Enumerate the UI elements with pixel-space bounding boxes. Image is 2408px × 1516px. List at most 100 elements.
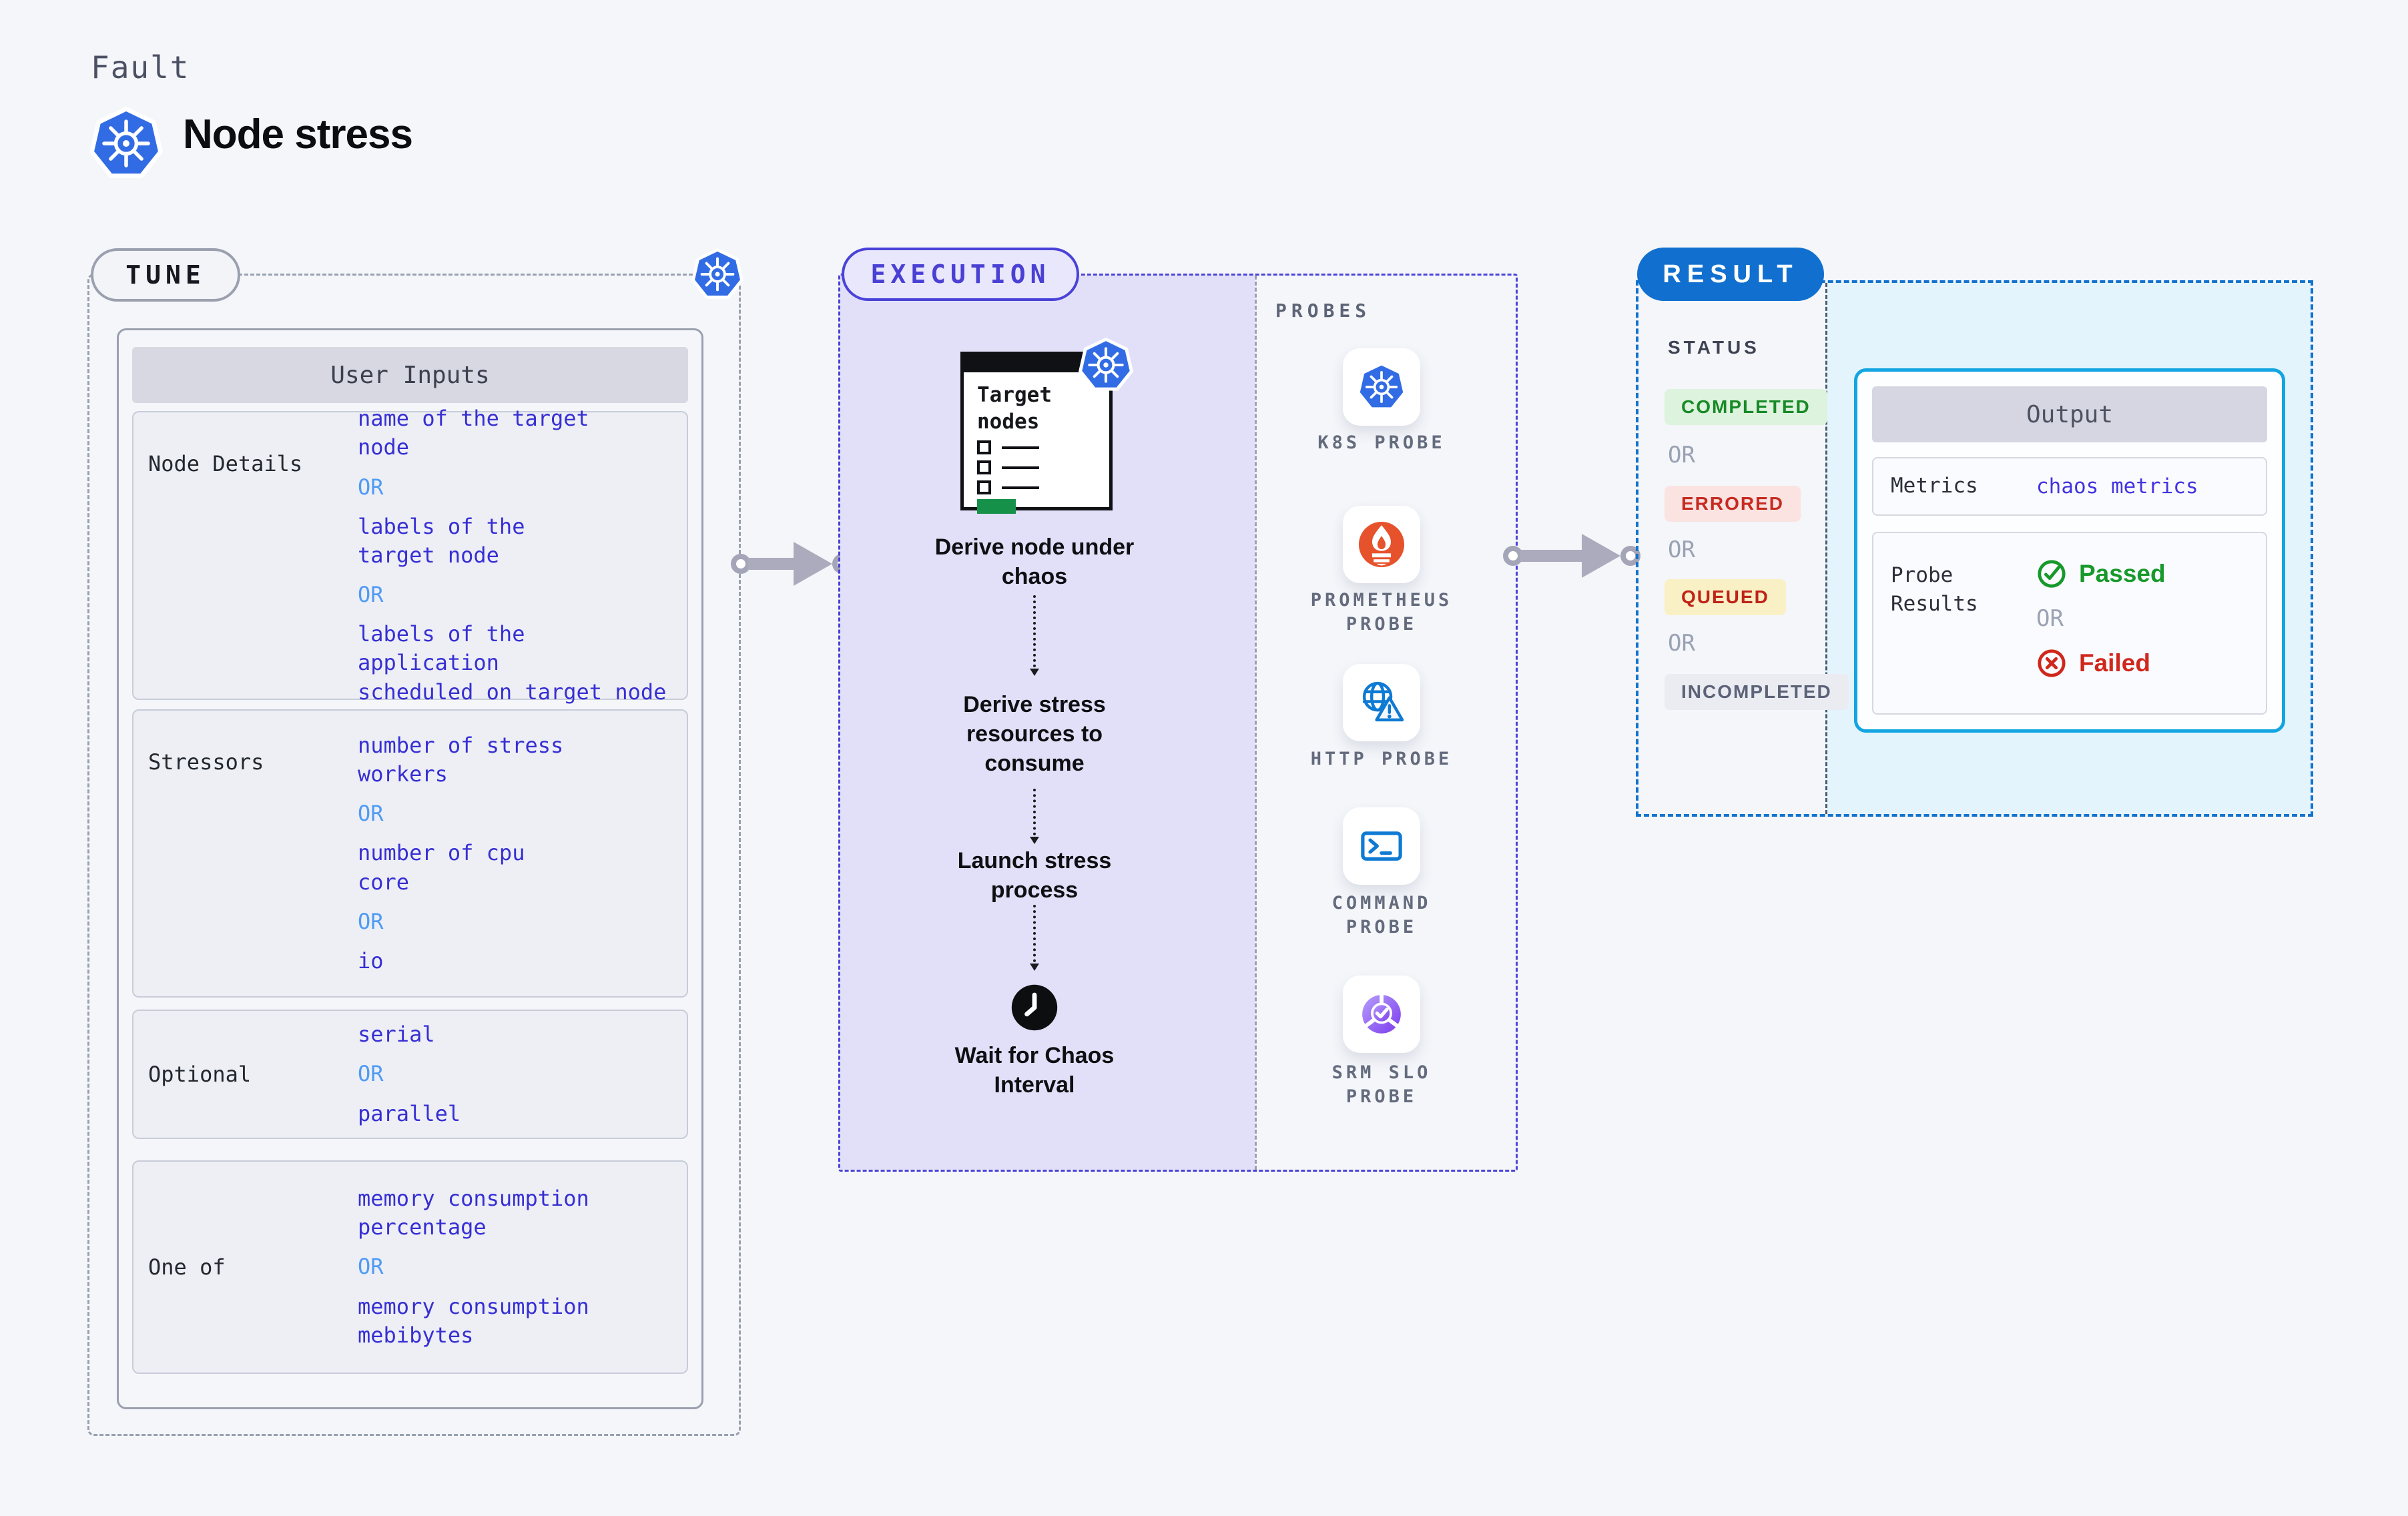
command-probe-card xyxy=(1343,807,1420,885)
k8s-probe-card xyxy=(1343,348,1420,426)
failed-label: Failed xyxy=(2079,649,2150,677)
prometheus-probe-card xyxy=(1343,506,1420,583)
flow-step-derive-stress: Derive stress resources to consume xyxy=(963,692,1106,777)
probe-label: K8S PROBE xyxy=(1317,432,1446,453)
row-label: One of xyxy=(148,1254,226,1280)
connector-arrowhead xyxy=(794,542,832,586)
srm-slo-icon xyxy=(1362,993,1401,1034)
status-badge-queued: QUEUED xyxy=(1665,579,1786,615)
execution-pill: EXECUTION xyxy=(842,248,1079,301)
connector-arrowhead xyxy=(1582,534,1620,578)
or-label: OR xyxy=(358,908,384,934)
option: io xyxy=(358,948,384,974)
checklist-item xyxy=(977,460,1039,474)
status-badge-completed: COMPLETED xyxy=(1665,389,1827,425)
output-card: Output Metrics chaos metrics Probe Resul… xyxy=(1854,368,2285,733)
passed-label: Passed xyxy=(2079,560,2166,587)
line xyxy=(1002,466,1039,469)
checkbox-icon xyxy=(977,460,991,474)
card-title: Target nodes xyxy=(977,383,1052,434)
progress-bar xyxy=(977,499,1016,514)
input-row-node-details: Node Details name of the target node OR … xyxy=(132,406,688,705)
clock-icon xyxy=(1011,984,1058,1031)
down-arrow-icon xyxy=(1030,789,1039,844)
option: labels of the application scheduled on t… xyxy=(358,621,667,705)
input-row-stressors: Stressors number of stress workers OR nu… xyxy=(132,709,688,998)
option: memory consumption mebibytes xyxy=(358,1293,589,1348)
flow-step-derive-node: Derive node under chaos xyxy=(934,534,1135,590)
probes-to-result-arrow xyxy=(1503,524,1640,588)
checklist-item xyxy=(977,440,1039,454)
failed-line: Failed xyxy=(2036,648,2166,679)
connector-bar xyxy=(1520,550,1584,562)
row-options: memory consumption percentage OR memory … xyxy=(358,1162,687,1373)
option: serial xyxy=(358,1022,435,1048)
checklist-item xyxy=(977,480,1039,494)
or-label: OR xyxy=(358,1254,384,1280)
connector-bar xyxy=(748,558,796,570)
checkbox-icon xyxy=(977,480,991,494)
kubernetes-icon xyxy=(1357,362,1406,412)
check-circle-icon xyxy=(2038,560,2066,588)
output-header: Output xyxy=(1872,386,2267,442)
probe-results-row: Probe Results Passed OR Faile xyxy=(1872,532,2267,715)
option: labels of the target node xyxy=(358,513,525,568)
passed-line: Passed xyxy=(2036,558,2166,589)
kubernetes-icon xyxy=(1079,338,1133,392)
metrics-value: chaos metrics xyxy=(2036,474,2198,498)
status-title: STATUS xyxy=(1668,337,1760,358)
option: name of the target node xyxy=(358,406,589,460)
row-label: Node Details xyxy=(148,451,303,476)
probe-label: COMMAND PROBE xyxy=(1331,893,1432,938)
option: memory consumption percentage xyxy=(358,1186,589,1240)
kubernetes-icon xyxy=(691,248,743,300)
user-inputs-header: User Inputs xyxy=(132,347,688,403)
row-options: serial OR parallel xyxy=(358,1011,687,1138)
probe-results-values: Passed OR Failed xyxy=(2036,533,2166,679)
probe-results-label: Probe Results xyxy=(1891,563,1978,617)
tune-to-execution-arrow xyxy=(731,532,852,596)
probes-title: PROBES xyxy=(1275,300,1372,322)
row-label: Optional xyxy=(148,1062,252,1087)
kubernetes-icon xyxy=(89,107,163,180)
or-label: OR xyxy=(358,474,384,500)
option: parallel xyxy=(358,1100,461,1126)
status-badge-incompleted: INCOMPLETED xyxy=(1665,674,1849,710)
input-row-one-of: One of memory consumption percentage OR … xyxy=(132,1160,688,1374)
user-inputs-box xyxy=(117,328,703,1409)
tune-pill: TUNE xyxy=(91,248,240,302)
x-circle-icon xyxy=(2038,649,2066,677)
page-title: Node stress xyxy=(183,111,413,157)
option: number of cpu core xyxy=(358,840,525,895)
tune-section xyxy=(87,274,741,1436)
probe-label: PROMETHEUS PROBE xyxy=(1310,590,1453,635)
prometheus-icon xyxy=(1358,521,1405,568)
line xyxy=(1002,486,1039,489)
globe-warning-icon xyxy=(1362,681,1404,722)
row-options: name of the target node OR labels of the… xyxy=(358,406,687,705)
down-arrow-icon xyxy=(1030,595,1039,676)
probe-label: HTTP PROBE xyxy=(1310,749,1453,769)
option: number of stress workers xyxy=(358,732,564,787)
line xyxy=(1002,446,1039,449)
or-label: OR xyxy=(358,1061,384,1087)
fault-kicker: Fault xyxy=(91,49,190,85)
probes-divider xyxy=(1255,276,1257,1170)
result-divider xyxy=(1825,283,1827,814)
terminal-icon xyxy=(1361,831,1402,861)
down-arrow-icon xyxy=(1030,905,1039,971)
probe-label: SRM SLO PROBE xyxy=(1331,1062,1432,1108)
row-label: Stressors xyxy=(148,749,264,775)
row-options: number of stress workers OR number of cp… xyxy=(358,711,687,996)
or-label: OR xyxy=(1668,442,1695,468)
http-probe-card xyxy=(1343,664,1420,741)
metrics-label: Metrics xyxy=(1891,474,1978,498)
or-label: OR xyxy=(1668,536,1695,563)
status-badge-errored: ERRORED xyxy=(1665,486,1801,522)
or-label: OR xyxy=(358,582,384,608)
srm-slo-probe-card xyxy=(1343,976,1420,1053)
result-pill: RESULT xyxy=(1637,248,1824,301)
flow-step-wait: Wait for Chaos Interval xyxy=(954,1043,1115,1098)
or-label: OR xyxy=(1668,630,1695,657)
